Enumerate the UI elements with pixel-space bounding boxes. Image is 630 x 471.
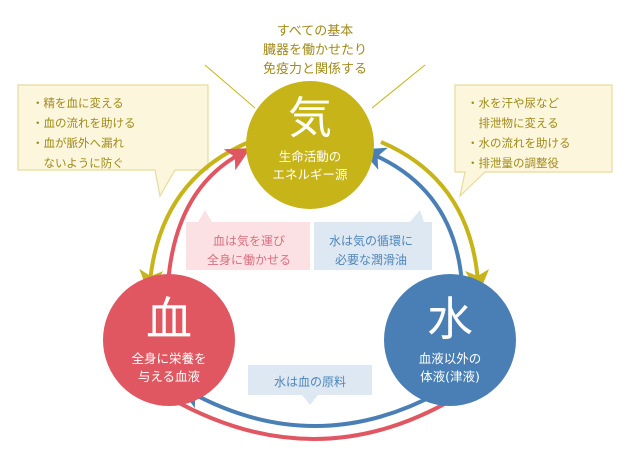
arrow-ki-to-sui	[380, 140, 490, 294]
bottom-box	[248, 365, 372, 405]
left-note-bubble	[17, 84, 209, 198]
pink-box-text: 血は気を運び 全身に働かせる	[206, 234, 291, 267]
arc-ketsu-sui-red	[169, 396, 457, 441]
ketsu-kanji: 血	[146, 292, 192, 346]
pink-box	[186, 210, 310, 270]
circle-sui	[384, 274, 516, 406]
ki-kanji: 気	[288, 93, 332, 144]
left-note-text: ・精を血に変える ・血の流れを助ける ・血が脈外へ漏れ ないように防ぐ	[32, 96, 136, 170]
arrow-ketsu-to-ki	[166, 148, 251, 285]
arrow-sui-to-ketsu	[179, 386, 441, 428]
circle-ki	[246, 81, 374, 209]
sui-description: 血液以外の 体液(津液)	[418, 351, 482, 384]
circle-ketsu	[103, 274, 235, 406]
blue-box	[314, 210, 432, 270]
top-note: すべての基本 臓器を働かせたり 免疫力と関係する	[262, 24, 367, 77]
top-note-line-right	[371, 64, 426, 109]
ki-description: 生命活動の エネルギー源	[272, 149, 348, 182]
right-note-bubble	[454, 84, 613, 198]
sui-kanji: 水	[427, 292, 473, 346]
top-note-line-left	[204, 64, 256, 109]
right-note-text: ・水を汗や尿など 排泄物に変える ・水の流れを助ける ・排泄量の調整役	[467, 96, 571, 170]
blue-box-text: 水は気の循環に 必要な潤滑油	[328, 234, 413, 267]
bottom-box-text: 水は血の原料	[273, 375, 346, 389]
arrow-sui-to-ki	[360, 147, 464, 285]
ketsu-description: 全身に栄養を 与える血液	[131, 351, 207, 384]
